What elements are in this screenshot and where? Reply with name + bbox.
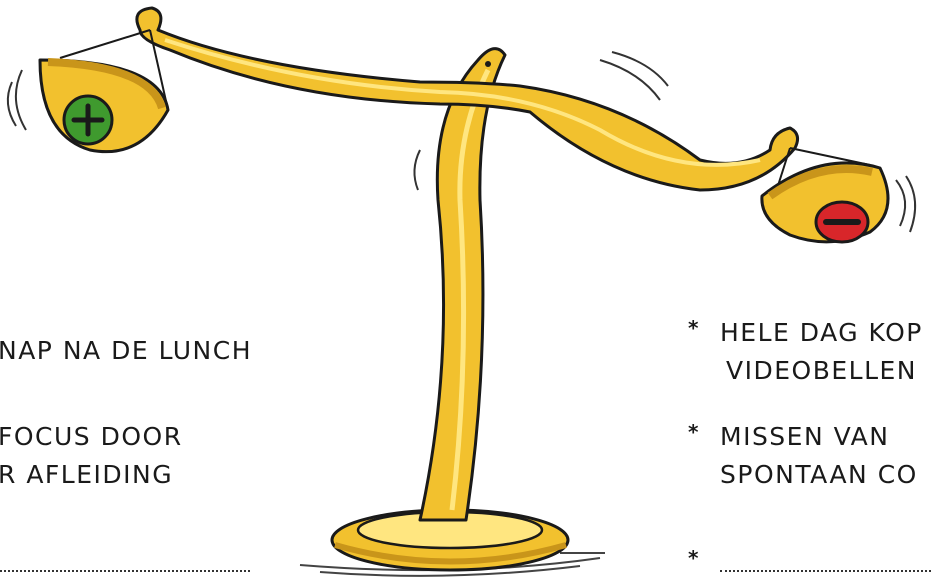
right-item-1-bullet: * [688, 316, 698, 340]
right-item-2-line-2: SPONTAAN CO [720, 462, 918, 487]
right-item-3-bullet: * [688, 546, 698, 570]
right-placeholder-line [720, 570, 931, 572]
left-pan [40, 60, 168, 152]
left-item-2-line-1: FOCUS DOOR [0, 424, 183, 449]
right-item-1-line-2: VIDEOBELLEN [726, 358, 917, 383]
left-item-2-line-2: R AFLEIDING [0, 462, 173, 487]
right-item-1-line-1: HELE DAG KOP [720, 320, 923, 345]
left-item-1-line-1: NAP NA DE LUNCH [0, 338, 252, 363]
left-placeholder-line [0, 570, 250, 572]
plus-icon [64, 96, 112, 144]
minus-icon [816, 202, 868, 242]
right-item-2-line-1: MISSEN VAN [720, 424, 889, 449]
right-item-2-bullet: * [688, 420, 698, 444]
